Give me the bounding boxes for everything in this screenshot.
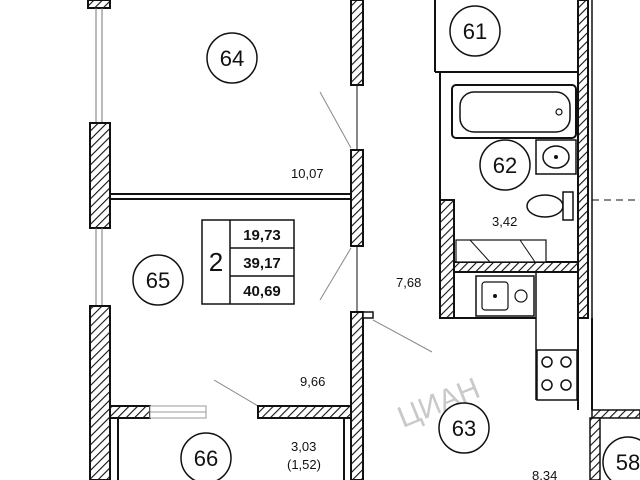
area-hall: 7,68 bbox=[396, 275, 421, 290]
wall-65-66 bbox=[109, 405, 352, 480]
stove-icon bbox=[536, 349, 578, 401]
room-marker-64: 64 bbox=[206, 32, 258, 84]
room-marker-65: 65 bbox=[132, 254, 184, 306]
room-marker-62: 62 bbox=[479, 139, 531, 191]
room-marker-58: 58 bbox=[602, 436, 640, 480]
central-wall bbox=[350, 0, 374, 480]
right-walls bbox=[434, 0, 640, 480]
room-number: 64 bbox=[220, 46, 244, 71]
room-number: 62 bbox=[493, 153, 517, 178]
area-room-65: 9,66 bbox=[300, 374, 325, 389]
room-number: 63 bbox=[452, 416, 476, 441]
sink-icon bbox=[535, 139, 577, 175]
rooms-count: 2 bbox=[209, 247, 223, 277]
toilet-icon bbox=[526, 191, 574, 221]
area-bathroom: 3,42 bbox=[492, 214, 517, 229]
kitchen-sink-icon bbox=[475, 275, 535, 317]
left-wall bbox=[87, 0, 111, 480]
room-number: 61 bbox=[463, 19, 487, 44]
washing-area-icon bbox=[455, 239, 547, 263]
room-number: 65 bbox=[146, 268, 170, 293]
apartment-summary-box: 2 19,73 39,17 40,69 bbox=[201, 219, 295, 305]
bathtub-icon bbox=[451, 84, 577, 139]
total-with-balcony: 40,69 bbox=[243, 283, 281, 300]
room-marker-63: 63 bbox=[438, 402, 490, 454]
area-room-66-alt: (1,52) bbox=[287, 457, 321, 472]
room-number: 58 bbox=[616, 450, 640, 475]
room-number: 66 bbox=[194, 446, 218, 471]
living-area: 19,73 bbox=[243, 227, 281, 244]
total-area: 39,17 bbox=[243, 255, 281, 272]
area-room-64: 10,07 bbox=[291, 166, 324, 181]
area-room-63: 8,34 bbox=[532, 468, 557, 480]
room-marker-61: 61 bbox=[449, 5, 501, 57]
room-marker-66: 66 bbox=[180, 432, 232, 480]
area-room-66: 3,03 bbox=[291, 439, 316, 454]
